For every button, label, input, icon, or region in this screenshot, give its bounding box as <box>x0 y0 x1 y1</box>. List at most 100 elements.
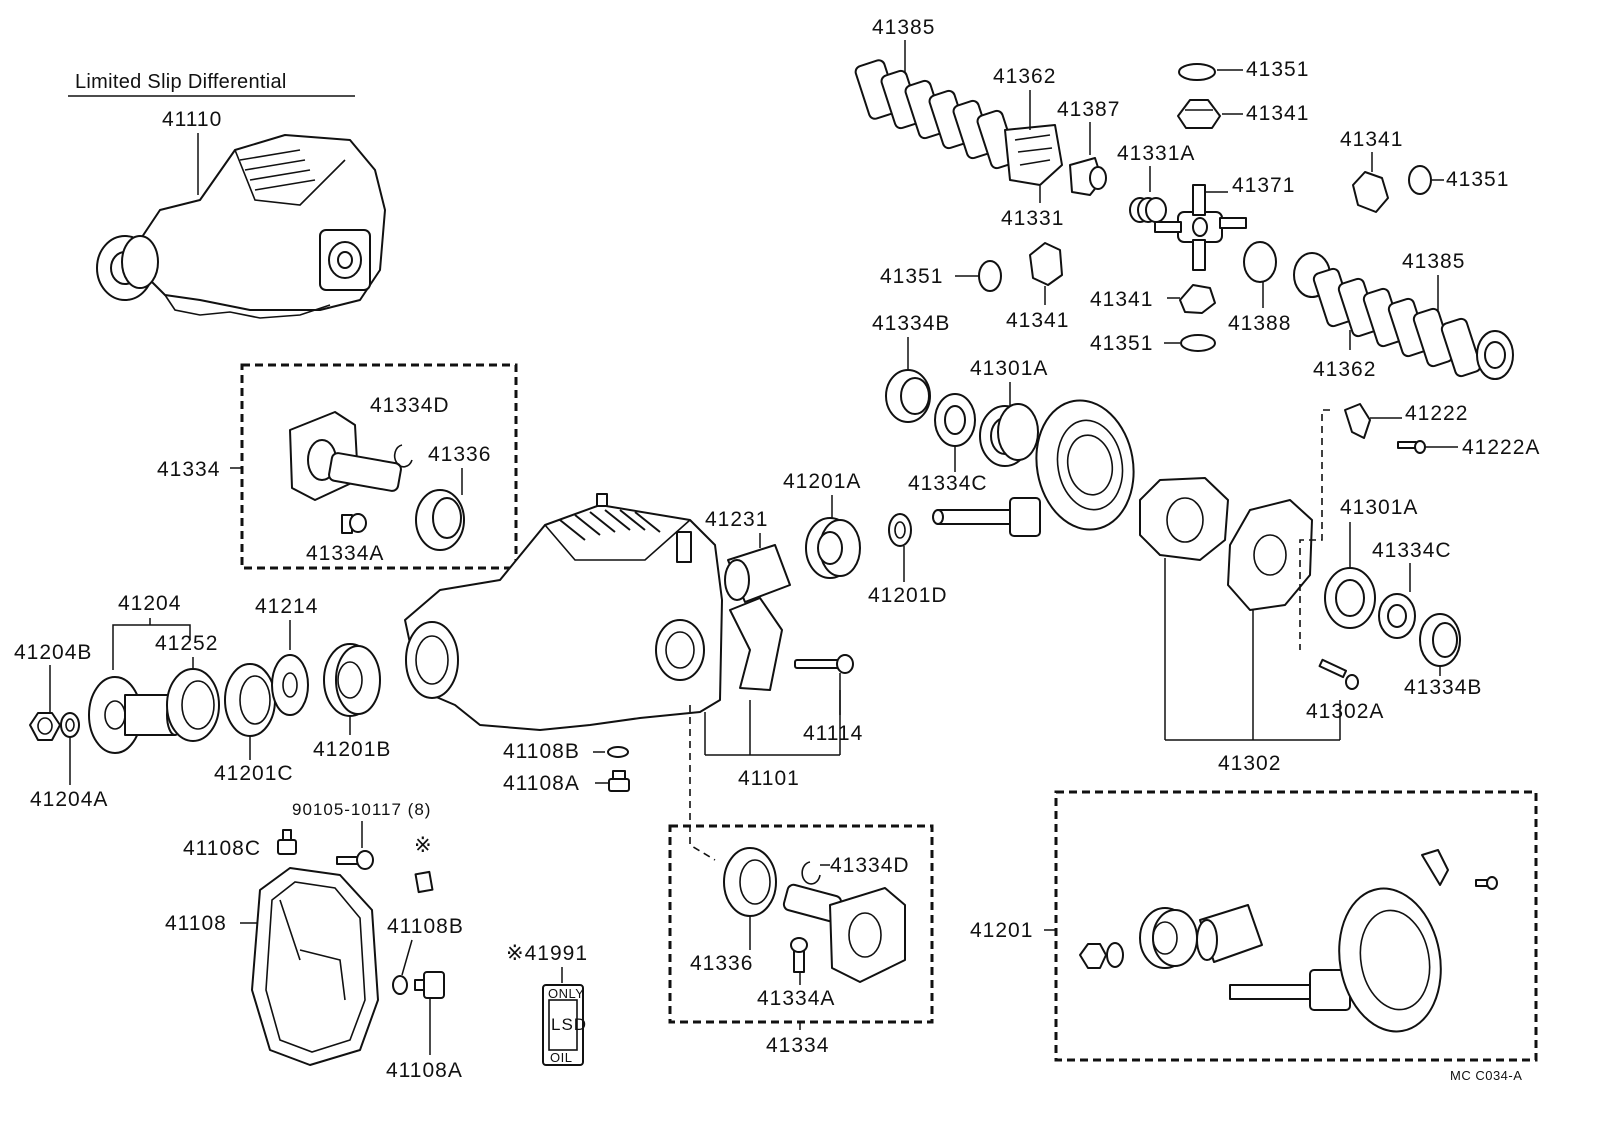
oil-seal-41334B-top[interactable] <box>885 369 931 423</box>
breather-41108C[interactable] <box>277 829 297 855</box>
label-41334A-lower: 41334A <box>757 987 835 1010</box>
bolt-41334A-lower[interactable] <box>790 937 808 973</box>
lock-plate-41222[interactable] <box>1344 403 1371 439</box>
label-41371: 41371 <box>1232 174 1295 197</box>
bolt-41334A-upper[interactable] <box>341 513 367 534</box>
pinion-41341-mid[interactable] <box>1179 284 1216 314</box>
oil-can-top-text: ONLY <box>548 986 584 1001</box>
label-41334A-upper: 41334A <box>306 542 384 565</box>
bolt-41302A[interactable] <box>1318 658 1359 690</box>
bearing-41201A[interactable] <box>805 517 861 579</box>
label-41201C: 41201C <box>214 762 294 785</box>
label-41351-top: 41351 <box>1246 58 1309 81</box>
label-41341-left: 41341 <box>1006 309 1069 332</box>
label-41204B: 41204B <box>14 641 92 664</box>
oil-seal-41334B-right[interactable] <box>1419 613 1461 667</box>
lsd-oil-can[interactable]: ONLY LSD OIL <box>542 984 587 1066</box>
pinion-shaft-41371[interactable] <box>1154 184 1247 271</box>
label-asterisk: ※ <box>414 834 433 857</box>
washer-41351-top[interactable] <box>1178 63 1216 81</box>
side-shaft-41334-upper[interactable] <box>289 411 402 501</box>
label-41991: ※41991 <box>506 942 588 965</box>
side-shaft-41334-lower[interactable] <box>782 883 906 983</box>
box-41334-lower <box>668 824 934 1024</box>
bolt-90105-10117[interactable] <box>336 850 374 870</box>
label-41301A-right: 41301A <box>1340 496 1418 519</box>
label-41385-top: 41385 <box>872 16 935 39</box>
label-41252: 41252 <box>155 632 218 655</box>
label-41334C-top: 41334C <box>908 472 988 495</box>
washer-41351-left[interactable] <box>978 260 1002 292</box>
spacer-41201D[interactable] <box>888 513 912 547</box>
label-41222: 41222 <box>1405 402 1468 425</box>
washer-41351-right[interactable] <box>1408 165 1432 195</box>
gear-set-41201[interactable] <box>1079 849 1498 1040</box>
label-41108: 41108 <box>165 912 227 935</box>
label-41334-lower: 41334 <box>766 1034 829 1057</box>
label-41341-mid: 41341 <box>1090 288 1153 311</box>
label-41362-bottom: 41362 <box>1313 358 1376 381</box>
label-41336-upper: 41336 <box>428 443 491 466</box>
shim-41334C-top[interactable] <box>934 393 976 447</box>
label-41331A: 41331A <box>1117 142 1195 165</box>
pinion-41341-top[interactable] <box>1177 99 1221 129</box>
collar-41231[interactable] <box>724 544 791 603</box>
ring-gear[interactable] <box>1026 393 1143 538</box>
differential-assembly-41110[interactable] <box>96 134 386 319</box>
thrust-block-41387[interactable] <box>1069 157 1107 196</box>
label-41214: 41214 <box>255 595 318 618</box>
oil-can-bottom-text: OIL <box>550 1050 572 1065</box>
label-41385-bottom: 41385 <box>1402 250 1465 273</box>
label-41387: 41387 <box>1057 98 1120 121</box>
label-41108A-low: 41108A <box>386 1059 463 1082</box>
clutch-pack-41385-bottom[interactable] <box>1293 252 1514 380</box>
bearing-41301A-top[interactable] <box>979 403 1039 467</box>
washer-41351-mid[interactable] <box>1180 334 1216 352</box>
oil-can-middle-text: LSD <box>551 1015 587 1034</box>
deflector-41252[interactable] <box>166 668 220 742</box>
plug-41108A-low[interactable] <box>414 971 445 999</box>
label-41334-left: 41334 <box>157 458 220 481</box>
oil-seal-41336-lower[interactable] <box>723 847 777 917</box>
oil-seal-41336-upper[interactable] <box>415 489 465 551</box>
bearing-41301A-right[interactable] <box>1324 567 1376 629</box>
label-41201: 41201 <box>970 919 1033 942</box>
label-41341-top: 41341 <box>1246 102 1309 125</box>
shim-41334C-right[interactable] <box>1378 593 1416 639</box>
label-41201B: 41201B <box>313 738 391 761</box>
label-41351-left: 41351 <box>880 265 943 288</box>
oil-slinger-41214[interactable] <box>271 654 309 716</box>
bearing-cap[interactable] <box>729 597 783 691</box>
label-41334D-lower: 41334D <box>830 854 910 877</box>
gasket-41108B-mid[interactable] <box>607 746 629 758</box>
spring-41331A[interactable] <box>1129 197 1167 223</box>
bearing-41201B[interactable] <box>323 643 381 717</box>
pinion-41341-left[interactable] <box>1029 242 1063 286</box>
gasket-41108B-low[interactable] <box>392 975 408 995</box>
label-41334B-right: 41334B <box>1404 676 1482 699</box>
plug-41108A-mid[interactable] <box>608 770 630 792</box>
bolt-41114[interactable] <box>794 654 854 674</box>
label-41204: 41204 <box>118 592 181 615</box>
snap-ring-41334D-upper[interactable] <box>393 444 413 468</box>
box-41334-upper <box>240 363 518 570</box>
label-41110: 41110 <box>162 108 222 131</box>
washer-41204A[interactable] <box>60 712 80 738</box>
label-41201D: 41201D <box>868 584 948 607</box>
rear-cover-41108[interactable] <box>251 867 379 1066</box>
nut-41204B[interactable] <box>29 712 61 741</box>
label-41302: 41302 <box>1218 752 1281 775</box>
thrust-block-41388[interactable] <box>1243 241 1277 283</box>
bolt-41222A[interactable] <box>1397 440 1426 454</box>
carrier-housing-41101[interactable] <box>404 493 723 731</box>
oil-seal-41201C[interactable] <box>224 663 276 737</box>
label-41336-lower: 41336 <box>690 952 753 975</box>
label-41204A: 41204A <box>30 788 108 811</box>
snap-ring-41334D-lower[interactable] <box>801 861 821 885</box>
label-90105: 90105-10117 (8) <box>292 800 431 819</box>
label-41302A: 41302A <box>1306 700 1384 723</box>
diff-case-41302[interactable] <box>1139 477 1313 611</box>
pinion-41341-right[interactable] <box>1352 171 1389 213</box>
clutch-pack-41385-top[interactable] <box>854 59 1063 186</box>
drive-pinion[interactable] <box>932 497 1041 537</box>
